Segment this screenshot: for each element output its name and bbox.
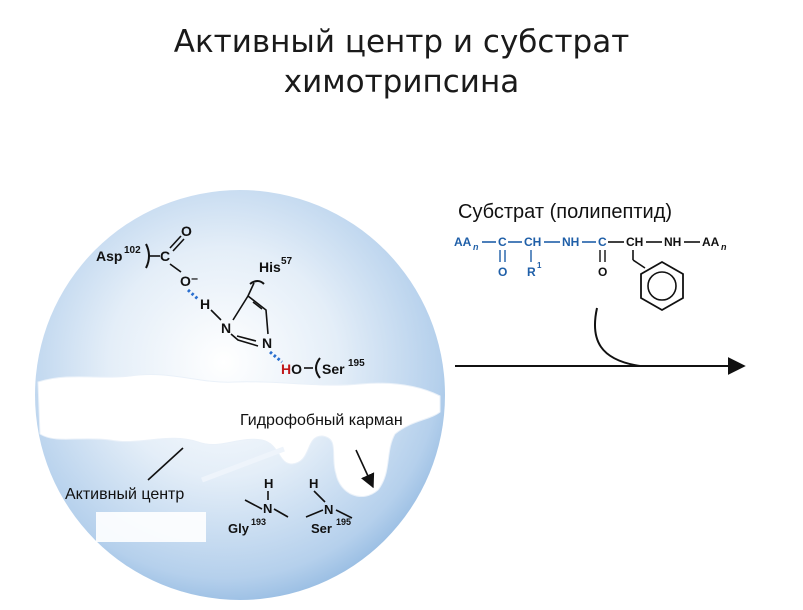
hydrophobic-pocket-label: Гидрофобный карман [240, 412, 403, 429]
substrate-heading: Субстрат (полипептид) [458, 201, 672, 223]
ser-bottom-nh-bond [313, 490, 326, 503]
ser-bottom-bond-left [305, 509, 324, 518]
asp-carbon: C [160, 248, 170, 264]
ser-hydroxyl: HO [281, 361, 302, 377]
asp-double-bond-a [169, 235, 182, 249]
title-line-2: химотрипсина [283, 64, 520, 100]
his-hydrogen: H [200, 296, 210, 312]
chain-r1-sup: 1 [537, 261, 542, 270]
chain-nh1: NH [562, 235, 579, 249]
ser-bottom-number: 195 [336, 517, 351, 527]
gly-bond-left [244, 499, 263, 510]
his-nh-bond [210, 309, 222, 321]
substrate-chain-black: CH NH AA n O [598, 235, 727, 312]
ser-hydroxyl-h: H [281, 361, 291, 377]
gly-label: Gly [228, 521, 250, 536]
asp-double-bond-b [172, 238, 185, 252]
oxyanion-pointer [201, 446, 285, 483]
gly-hydrogen: H [264, 476, 273, 491]
imidazole-n1: N [221, 320, 231, 336]
substrate-chain: AA n C CH NH C O R 1 [454, 235, 607, 279]
ser-bracket [315, 357, 321, 379]
hydrophobic-cleft [37, 373, 441, 498]
his-side-chain-bond [247, 282, 255, 297]
white-patch [96, 512, 206, 542]
benzene-aromatic-circle [647, 271, 677, 301]
chain-ch2: CH [626, 235, 643, 249]
ser-hydroxyl-o: O [291, 361, 302, 377]
cleavage-curve [593, 307, 641, 367]
chain-o2: O [598, 265, 607, 279]
chain-aa-left: AA [454, 235, 472, 249]
ser-bottom-hydrogen: H [309, 476, 318, 491]
chain-c1: C [498, 235, 507, 249]
ser-top-number: 195 [348, 358, 365, 369]
gly-number: 193 [251, 517, 266, 527]
chain-aa-left-sub: n [473, 242, 479, 252]
chain-r1: R [527, 265, 536, 279]
gly-nitrogen: N [263, 501, 272, 516]
imidazole-double-bond-b [236, 335, 257, 342]
asp-single-bond [169, 263, 182, 273]
asp-bracket [145, 243, 150, 269]
his-number: 57 [281, 256, 293, 267]
imidazole-ring [230, 294, 269, 347]
ser-bottom-nitrogen: N [324, 502, 333, 517]
ser-bottom-label: Ser [311, 521, 332, 536]
asp-oxygen-minus: O⁻ [180, 273, 198, 289]
benzene-ring [640, 260, 684, 312]
hbond-asp-his [186, 288, 201, 302]
page-title: Активный центр и субстрат химотрипсина [0, 22, 803, 102]
active-center-label: Активный центр [65, 486, 184, 503]
ser-bottom-bond-right [335, 509, 353, 519]
pocket-arrow [355, 449, 375, 489]
chain-aa-right: AA [702, 235, 720, 249]
imidazole-n3: N [262, 335, 272, 351]
asp-oxygen: O [181, 223, 192, 239]
title-line-1: Активный центр и субстрат [173, 24, 630, 60]
active-center-pointer [147, 447, 184, 481]
asp-label: Asp [96, 248, 122, 264]
ser-top-label: Ser [322, 361, 345, 377]
chain-c2: C [598, 235, 607, 249]
asp-number: 102 [124, 245, 141, 256]
chain-o1: O [498, 265, 507, 279]
gly-bond-right [273, 508, 289, 518]
his-label: His [259, 259, 281, 275]
imidazole-double-bond-a [252, 301, 263, 310]
benzyl-bond-2 [632, 259, 646, 269]
chain-ch1: CH [524, 235, 541, 249]
his-bracket [249, 280, 265, 285]
chain-aa-right-sub: n [721, 242, 727, 252]
chain-nh2: NH [664, 235, 681, 249]
